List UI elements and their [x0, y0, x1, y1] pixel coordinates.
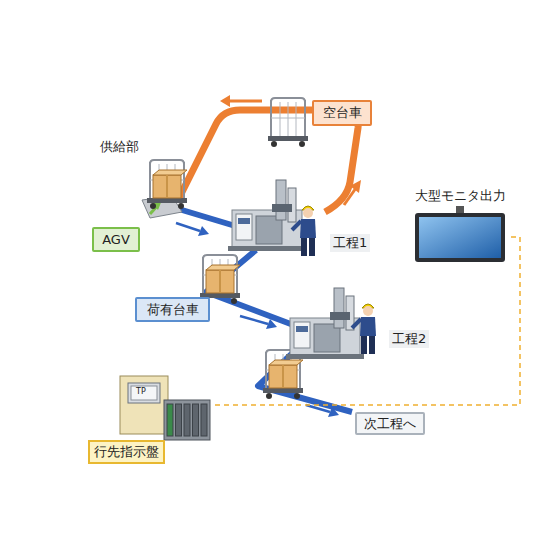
destination-panel: 行先指示盤 [88, 372, 215, 464]
panel-screen-text: TP [136, 387, 146, 397]
agv-tag: AGV [92, 227, 140, 252]
node-text: 次工程へ [364, 416, 416, 432]
process-label: 工程1 [330, 234, 370, 252]
empty-cart-tag: 空台車 [312, 100, 372, 126]
loaded-cart-tag: 荷有台車 [135, 297, 210, 322]
supply-label: 供給部 [100, 139, 139, 155]
monitor-output: 大型モニタ出力 [410, 188, 510, 264]
panel-tag: 行先指示盤 [88, 440, 165, 464]
node-text: 空台車 [323, 105, 362, 121]
next-process-box: 次工程へ [355, 412, 425, 435]
signal-line [215, 237, 520, 405]
monitor-heading: 大型モニタ出力 [410, 188, 510, 204]
node-text: 荷有台車 [147, 302, 199, 318]
node-text: AGV [102, 232, 130, 248]
process-label: 工程2 [389, 330, 429, 348]
